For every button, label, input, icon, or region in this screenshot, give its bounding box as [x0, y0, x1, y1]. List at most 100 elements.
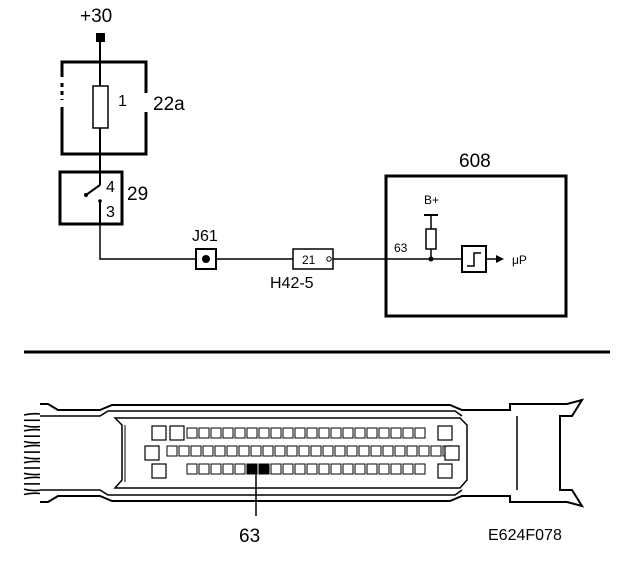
- connector-pin: [414, 463, 426, 475]
- pin-callout-label: 63: [239, 526, 260, 547]
- cable-wire: [23, 412, 41, 416]
- wire-switch-splice: [99, 224, 196, 260]
- connector-pin: [186, 463, 198, 475]
- control-module: [384, 174, 568, 318]
- connector-pin: [178, 445, 190, 457]
- connector-pin: [430, 445, 442, 457]
- connector-pin: [330, 463, 342, 475]
- connector-pin: [166, 445, 178, 457]
- fuse-box-label: 22a: [153, 94, 185, 115]
- connector-pin: [190, 445, 202, 457]
- connector-pin: [210, 463, 222, 475]
- connector-pin: [414, 427, 426, 439]
- connector-pin: [286, 445, 298, 457]
- switch-contact: [85, 184, 101, 196]
- connector-pin: [346, 445, 358, 457]
- switch-pin-bottom: 3: [106, 204, 115, 221]
- fuse-box: [60, 60, 148, 156]
- supply-terminal: [96, 33, 105, 42]
- module-label: 608: [459, 151, 491, 172]
- connector-pin: [402, 427, 414, 439]
- connector-pin: [234, 463, 246, 475]
- cable-wire: [23, 472, 41, 476]
- connector-pin: [258, 427, 270, 439]
- cable-wire: [23, 424, 41, 428]
- connector-pin: [210, 427, 222, 439]
- connector-pin: [294, 427, 306, 439]
- connector-pin-large: [169, 425, 185, 441]
- connector-pin: [270, 463, 282, 475]
- connector-pin: [394, 445, 406, 457]
- cable-wire: [23, 492, 41, 496]
- connector-pin: [222, 463, 234, 475]
- connector-pin: [334, 445, 346, 457]
- connector-pin: [390, 463, 402, 475]
- connector-pin: [198, 463, 210, 475]
- connector-pin: [366, 427, 378, 439]
- connector-pin: [274, 445, 286, 457]
- connector-pin-large: [437, 425, 453, 441]
- cable-wire: [23, 440, 41, 444]
- connector-pin: [270, 427, 282, 439]
- pin-block: [113, 417, 468, 489]
- connector-pin: [378, 427, 390, 439]
- connector-pin: [198, 427, 210, 439]
- connector-pin: [342, 427, 354, 439]
- connector-pin: [246, 463, 258, 475]
- connector-pin: [318, 463, 330, 475]
- connector-pin-large: [151, 425, 167, 441]
- connector-pin: [310, 445, 322, 457]
- connector-pin: [406, 445, 418, 457]
- connector-pin: [214, 445, 226, 457]
- connector-pin: [238, 445, 250, 457]
- connector-pin-large: [444, 445, 460, 461]
- connector-pin: [318, 427, 330, 439]
- mu-label: μP: [512, 253, 527, 267]
- cable-bundle: [23, 410, 44, 496]
- fuse-element: [92, 85, 109, 129]
- figure-code: E624F078: [488, 527, 562, 544]
- connector-pin: [250, 445, 262, 457]
- cable-wire: [23, 476, 41, 480]
- connector-pin-large: [151, 463, 167, 479]
- connector-pin: [294, 463, 306, 475]
- connector-pin-large: [144, 445, 160, 461]
- connector-pin: [234, 427, 246, 439]
- pullup-resistor: [425, 228, 437, 250]
- connector-pin: [390, 427, 402, 439]
- connector-pin: [262, 445, 274, 457]
- output-arrow: [496, 255, 504, 263]
- connector-label: H42-5: [270, 275, 314, 292]
- cable-wire: [23, 444, 41, 448]
- connector-pin: [186, 427, 198, 439]
- supply-label: +30: [80, 6, 112, 27]
- switch-box: [58, 170, 124, 226]
- connector-pin: [298, 445, 310, 457]
- switch-pin-top: 4: [106, 179, 115, 196]
- fuse-number: 1: [118, 93, 127, 110]
- connector-pin: [246, 427, 258, 439]
- pin-array: [144, 425, 460, 479]
- splice-label: J61: [192, 228, 218, 245]
- connector-housing: [40, 398, 585, 508]
- connector-pin: [282, 427, 294, 439]
- connector-pin: [382, 445, 394, 457]
- connector-pin: [226, 445, 238, 457]
- connector-pin: [222, 427, 234, 439]
- connector-pin: [306, 427, 318, 439]
- cable-wire: [23, 428, 41, 432]
- connector-pin: [202, 445, 214, 457]
- connector-pin: [322, 445, 334, 457]
- bplus-label: B+: [424, 193, 439, 207]
- module-pin: 63: [394, 241, 408, 255]
- connector-pin-large: [437, 463, 453, 479]
- switch-label: 29: [127, 184, 148, 205]
- connector-pin: [358, 445, 370, 457]
- connector-pin: 21: [302, 253, 316, 267]
- connector-pin: [282, 463, 294, 475]
- connector-pin: [370, 445, 382, 457]
- connector-pin: [342, 463, 354, 475]
- connector-pin: [378, 463, 390, 475]
- connector-pin: [306, 463, 318, 475]
- connector-pin: [354, 463, 366, 475]
